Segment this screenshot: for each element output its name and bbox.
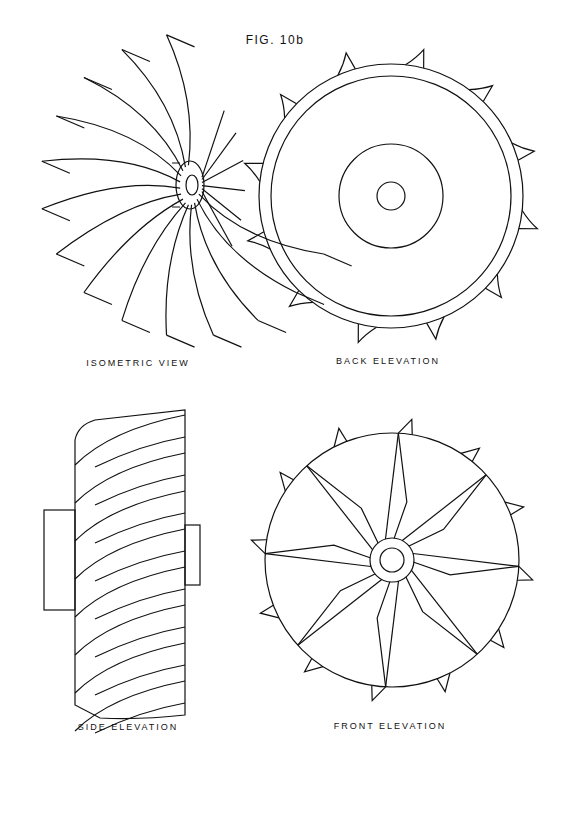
isometric-figure [42,35,352,347]
blade-face [409,475,486,546]
blade-edge [190,205,214,335]
blade-edge [122,50,186,168]
blade-face [394,433,407,538]
blade-edge [84,78,183,171]
blade-edge [307,466,373,550]
blade-curve [95,551,185,581]
blade-tip [84,292,112,304]
blade-tip [405,50,423,68]
blade-edge [199,194,324,254]
blade-curve [95,475,185,505]
blade-edge [386,581,399,687]
blade-tip [358,324,376,342]
blade-edge [413,553,519,566]
blade-edge [56,116,181,176]
blade-edge [167,35,191,165]
back-elevation-figure [245,50,538,343]
blade-edge [385,433,398,539]
blade-tip [280,473,293,492]
blade-tip [338,53,355,75]
blade-face [377,582,390,687]
blade-edge [402,475,486,541]
blade-curve [95,589,185,619]
blade-edge [202,161,243,183]
blade-edge [265,554,371,567]
blade-edge [202,189,241,221]
blade-tip [122,50,150,62]
blade-edge [202,186,245,191]
blade-tip [42,209,70,221]
blade-edge [122,203,186,321]
blade-edge [197,199,296,292]
blade-tip [245,163,263,181]
blade-tip [334,428,347,447]
blade-tip [512,143,534,160]
blade-edge [411,570,477,654]
blade-tip [517,566,532,580]
front-elevation-figure [251,419,532,700]
blade-tip [258,320,286,332]
blade-tip [56,254,84,266]
blade-face [298,574,375,645]
blade-tip [427,317,444,339]
blade-face [406,577,477,654]
blade-tip [485,274,501,297]
blade-tip [251,540,266,554]
side-elevation-figure [44,410,200,733]
blade-tip [372,685,386,700]
blade-tip [490,629,503,648]
blade-tip [296,292,324,304]
blade-tip [469,86,492,102]
blade-tip [324,254,352,266]
blade-edge [202,133,236,180]
figure-title: FIG. 10b [246,33,305,47]
blade-edge [202,111,224,178]
blade-tip [213,335,241,347]
blade-tip [519,210,537,228]
blade-curve [95,627,185,657]
blade-tip [42,161,70,173]
blade-curve [95,665,185,695]
blade-edge [56,194,181,254]
view-label: BACK ELEVATION [336,356,440,366]
blade-edge [166,205,188,335]
blade-tip [248,232,270,249]
blade-edge [195,203,259,321]
blade-tip [122,320,150,332]
blade-curve [95,437,185,467]
blade-tip [84,78,112,90]
blade-face [265,545,370,558]
view-label: FRONT ELEVATION [334,721,447,731]
blade-edge [42,185,180,208]
blade-tip [398,419,412,434]
blade-edge [298,579,382,645]
blade-edge [202,191,232,246]
view-label: ISOMETRIC VIEW [86,358,190,368]
blade-edge [42,159,180,182]
blade-tip [437,673,450,692]
blade-tip [167,35,195,47]
blade-tip [56,116,84,128]
view-label: SIDE ELEVATION [78,722,179,732]
blade-tip [167,335,195,347]
blade-face [414,562,519,575]
blade-face [307,466,378,543]
blade-tip [461,448,480,461]
blade-tip [505,502,524,515]
blade-tip [305,658,324,671]
blade-tip [260,605,279,618]
blade-curve [95,513,185,543]
blade-tip [281,94,297,117]
